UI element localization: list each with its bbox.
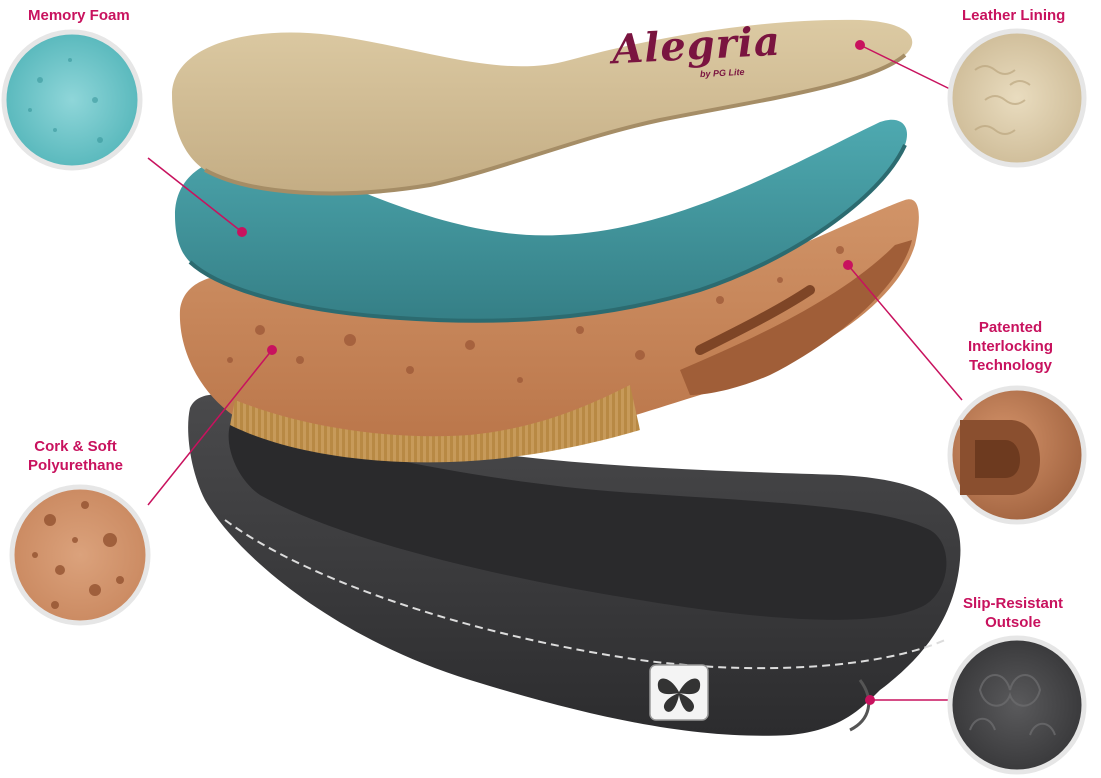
butterfly-emblem-icon	[650, 665, 708, 720]
leather-lining-label-line: Leather Lining	[962, 6, 1065, 25]
cork-label-line-1: Cork & Soft	[28, 437, 123, 456]
leather-lining-swatch	[950, 31, 1084, 165]
cork-label-line-2: Polyurethane	[28, 456, 123, 475]
outsole-label-line-1: Slip-Resistant	[963, 594, 1063, 613]
memory-foam-label-line: Memory Foam	[28, 6, 130, 25]
interlocking-technology-swatch	[950, 388, 1084, 522]
outsole-label-line-2: Outsole	[963, 613, 1063, 632]
cork-swatch	[12, 487, 148, 623]
leather-lining-label: Leather Lining	[962, 6, 1065, 25]
cork-label: Cork & Soft Polyurethane	[28, 437, 123, 475]
interlocking-label-line-3: Technology	[968, 356, 1053, 375]
interlocking-technology-label: Patented Interlocking Technology	[968, 318, 1053, 375]
outsole-swatch	[950, 638, 1084, 772]
memory-foam-label: Memory Foam	[28, 6, 130, 25]
interlocking-label-line-1: Patented	[968, 318, 1053, 337]
outsole-label: Slip-Resistant Outsole	[963, 594, 1063, 632]
brand-logo: Alegria	[611, 18, 782, 74]
memory-foam-swatch	[4, 32, 140, 168]
interlocking-label-line-2: Interlocking	[968, 337, 1053, 356]
